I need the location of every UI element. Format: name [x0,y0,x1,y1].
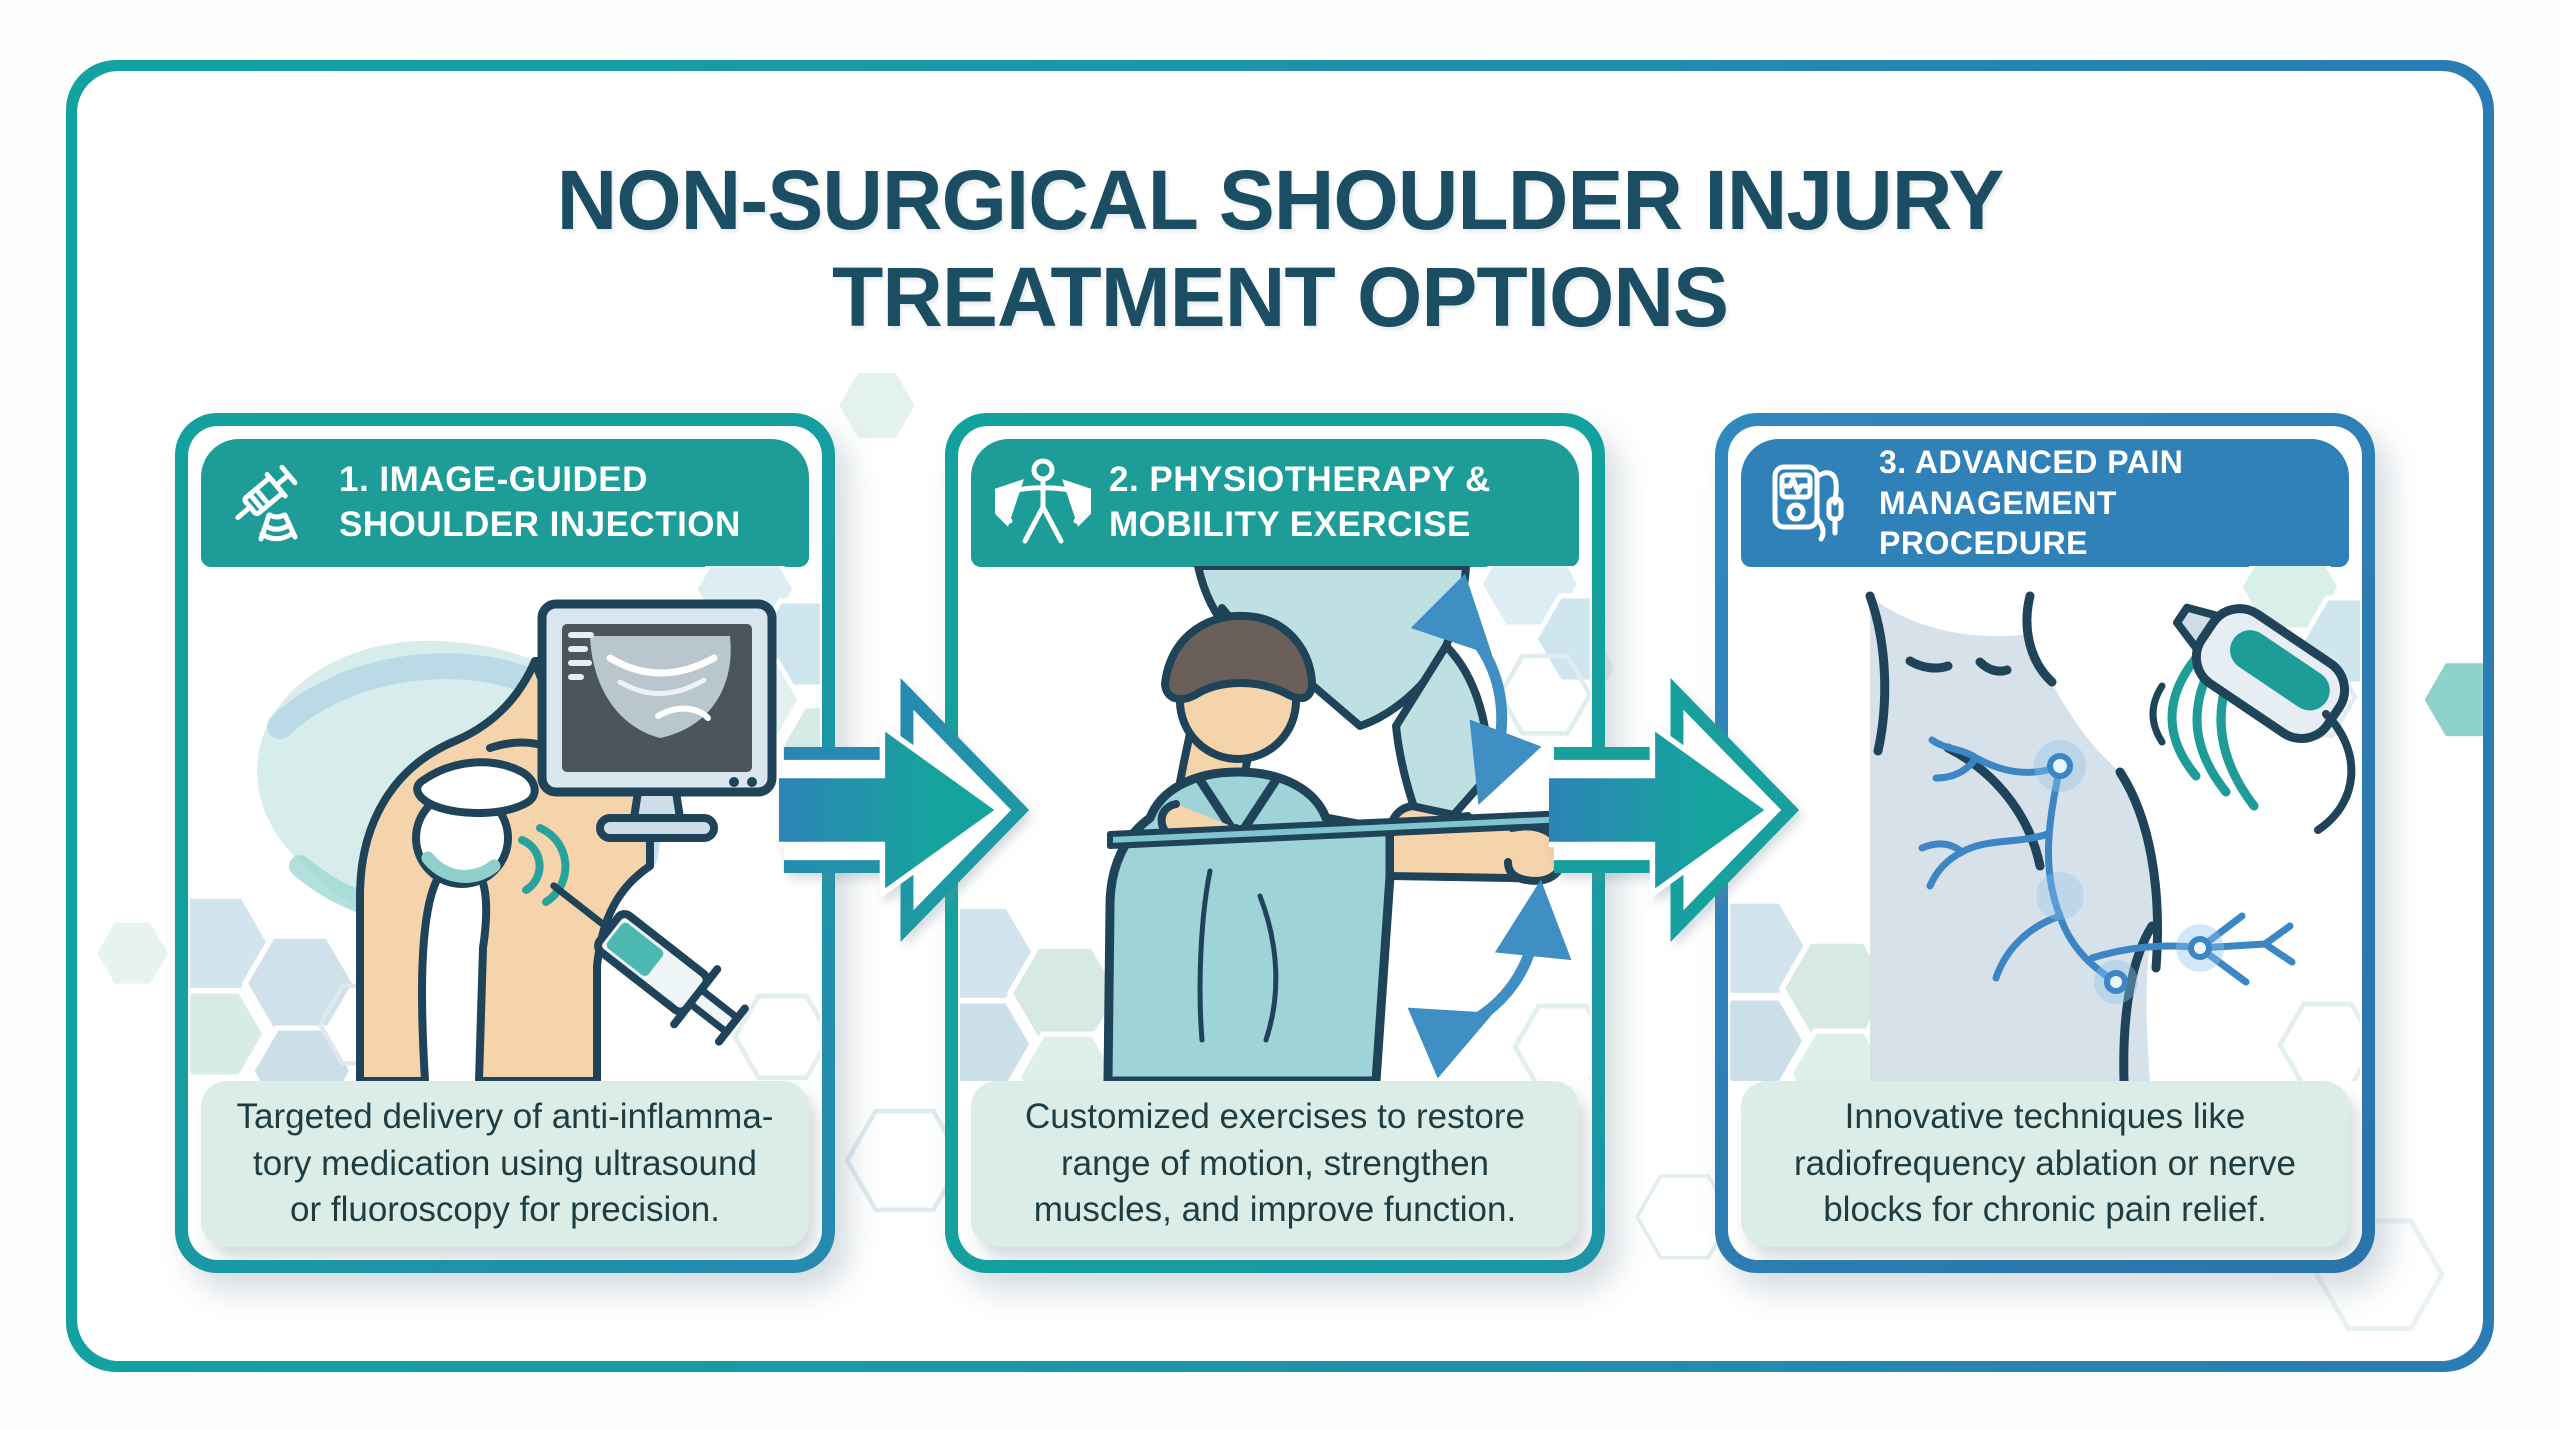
card2-description: Customized exercises to restore range of… [971,1081,1579,1247]
pain-monitor-probe-icon [1772,464,1844,542]
card2-heading-line2: MOBILITY EXERCISE [1109,505,1471,544]
card2-patient [1103,611,1567,1081]
pain-management-illustration [1730,566,2360,1081]
card-image-guided-injection: 1. IMAGE-GUIDED SHOULDER INJECTION [175,413,835,1273]
card3-desc-line1: Innovative techniques like [1844,1097,2246,1137]
card1-desc-line3: or fluoroscopy for precision. [290,1190,720,1230]
physiotherapy-illustration [960,566,1590,1081]
card3-description: Innovative techniques like radiofrequenc… [1741,1081,2349,1247]
card3-nerves [1918,736,2296,1004]
page-title: NON-SURGICAL SHOULDER INJURY TREATMENT O… [0,152,2560,345]
card1-desc-line2: tory medication using ultrasound [253,1143,757,1183]
card3-desc-line3: blocks for chronic pain relief. [1823,1190,2267,1230]
page-title-line2: TREATMENT OPTIONS [831,249,1729,344]
card1-heading-line1: 1. IMAGE-GUIDED [339,460,648,500]
card1-ultrasound-monitor [537,599,777,842]
syringe-ultrasound-icon [235,464,298,542]
card1-heading: 1. IMAGE-GUIDED SHOULDER INJECTION [339,458,741,548]
ultrasound-injection-illustration [190,566,820,1081]
flow-arrow-1-right-icon [779,677,1030,943]
card3-desc-line2: radiofrequency ablation or nerve [1794,1143,2296,1183]
card1-description: Targeted delivery of anti-inflamma- tory… [201,1081,809,1247]
card1-desc-line1: Targeted delivery of anti-inflamma- [236,1097,774,1137]
card2-desc-line3: muscles, and improve function. [1033,1190,1517,1230]
card3-nerve-nodes [2034,740,2224,1004]
card1-body: 1. IMAGE-GUIDED SHOULDER INJECTION [188,426,822,1260]
card3-header: 3. ADVANCED PAIN MANAGEMENT PROCEDURE [1741,439,2349,567]
card2-body: 2. PHYSIOTHERAPY & MOBILITY EXERCISE [958,426,1592,1260]
card1-syringe [550,882,749,1046]
card2-heading: 2. PHYSIOTHERAPY & MOBILITY EXERCISE [1109,458,1491,548]
card3-rf-device [2172,603,2350,743]
card2-header: 2. PHYSIOTHERAPY & MOBILITY EXERCISE [971,439,1579,567]
card2-motion-arrows [1407,573,1572,1079]
card3-heading-line2: MANAGEMENT PROCEDURE [1879,484,2117,562]
card3-small-arcs [2149,682,2166,746]
page-title-line1: NON-SURGICAL SHOULDER INJURY [556,153,2005,248]
card1-heading-line2: SHOULDER INJECTION [339,505,741,544]
card2-heading-line1: 2. PHYSIOTHERAPY & [1109,460,1491,500]
card2-desc-line1: Customized exercises to restore [1025,1097,1525,1137]
card3-body: 3. ADVANCED PAIN MANAGEMENT PROCEDURE [1728,426,2362,1260]
flow-arrow-2-right-icon [1549,677,1800,943]
card-physiotherapy-exercise: 2. PHYSIOTHERAPY & MOBILITY EXERCISE [945,413,1605,1273]
exercise-person-icon [995,458,1091,544]
card-advanced-pain-management: 3. ADVANCED PAIN MANAGEMENT PROCEDURE [1715,413,2375,1273]
card1-header: 1. IMAGE-GUIDED SHOULDER INJECTION [201,439,809,567]
card2-desc-line2: range of motion, strengthen [1060,1143,1490,1183]
card1-signal-arcs [518,824,570,906]
card3-device-cable [2314,710,2356,834]
card3-heading-line1: 3. ADVANCED PAIN [1879,443,2184,480]
card3-heading: 3. ADVANCED PAIN MANAGEMENT PROCEDURE [1879,442,2329,565]
